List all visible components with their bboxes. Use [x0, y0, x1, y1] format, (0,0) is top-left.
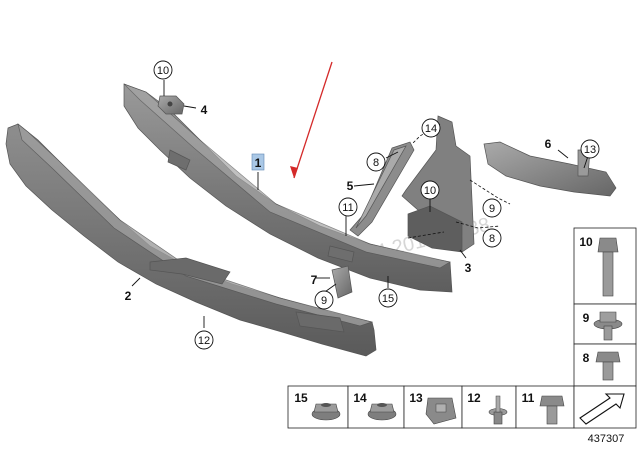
legend-label-15: 15: [294, 391, 308, 405]
part-2-impact-absorber: [5, 123, 377, 357]
callout-c9b: 9: [314, 290, 334, 310]
callout-c4: 4: [201, 103, 208, 117]
callout-c15: 15: [378, 288, 398, 308]
callout-c11: 11: [338, 197, 358, 217]
callout-label: 7: [311, 273, 318, 287]
legend-label-12: 12: [467, 391, 481, 405]
callout-label: 8: [489, 233, 495, 245]
callout-c3: 3: [465, 261, 472, 275]
diagram-number: 437307: [588, 433, 625, 445]
callout-label: 15: [382, 293, 394, 305]
callout-c12: 12: [194, 330, 214, 350]
callout-label: 9: [489, 203, 495, 215]
legend-label-13: 13: [409, 391, 423, 405]
leader-lines: [131, 80, 589, 328]
direction-arrow-icon: [579, 393, 625, 425]
legend-label-10: 10: [579, 235, 593, 249]
callout-c10b: 10: [420, 180, 440, 200]
bolt-long-icon: [597, 237, 619, 297]
flange-nut-icon: [367, 403, 397, 421]
callout-c14: 14: [421, 118, 441, 138]
legend-side: 10 9 8: [573, 227, 637, 387]
part-1-bumper-carrier: [123, 83, 453, 293]
callout-c8b: 8: [482, 228, 502, 248]
callout-label: 14: [425, 123, 437, 135]
callout-label: 10: [157, 65, 169, 77]
expansion-rivet-icon: [488, 395, 508, 425]
callout-c6: 6: [545, 137, 552, 151]
legend-label-8: 8: [583, 351, 590, 365]
callout-label: 9: [321, 295, 327, 307]
legend-label-9: 9: [583, 311, 590, 325]
flange-bolt-icon: [593, 311, 623, 341]
callout-c10a: 10: [153, 60, 173, 80]
callout-c13: 13: [580, 139, 600, 159]
hex-bolt-icon: [595, 351, 621, 381]
callout-label: 4: [201, 103, 208, 117]
callout-label: 6: [545, 137, 552, 151]
flange-nut-icon: [311, 403, 341, 421]
callout-label: 1: [255, 156, 262, 170]
legend-label-11: 11: [522, 391, 535, 405]
callout-c7: 7: [311, 273, 318, 287]
part-5-strut: [349, 141, 415, 237]
direction-arrow: [290, 61, 333, 179]
part-4-bracket: [157, 95, 185, 115]
part-7-clip-bracket: [331, 265, 353, 299]
part-3-mounting-bracket: [401, 115, 475, 253]
legend-label-14: 14: [353, 391, 367, 405]
callout-c9a: 9: [482, 198, 502, 218]
legend-bottom: 15 14 13 12 11: [287, 385, 637, 429]
callout-c2: 2: [125, 289, 132, 303]
callout-label: 8: [373, 157, 379, 169]
callout-label: 2: [125, 289, 132, 303]
callout-label: 3: [465, 261, 472, 275]
callout-c8a: 8: [366, 152, 386, 172]
callout-c1: 1: [251, 153, 265, 171]
hex-bolt-icon: [539, 395, 565, 425]
callout-label: 11: [342, 202, 353, 214]
callout-c5: 5: [347, 179, 354, 193]
callout-label: 12: [198, 335, 210, 347]
callout-label: 10: [424, 185, 436, 197]
callout-label: 5: [347, 179, 354, 193]
callout-label: 13: [584, 144, 596, 156]
clip-nut-icon: [425, 397, 457, 425]
